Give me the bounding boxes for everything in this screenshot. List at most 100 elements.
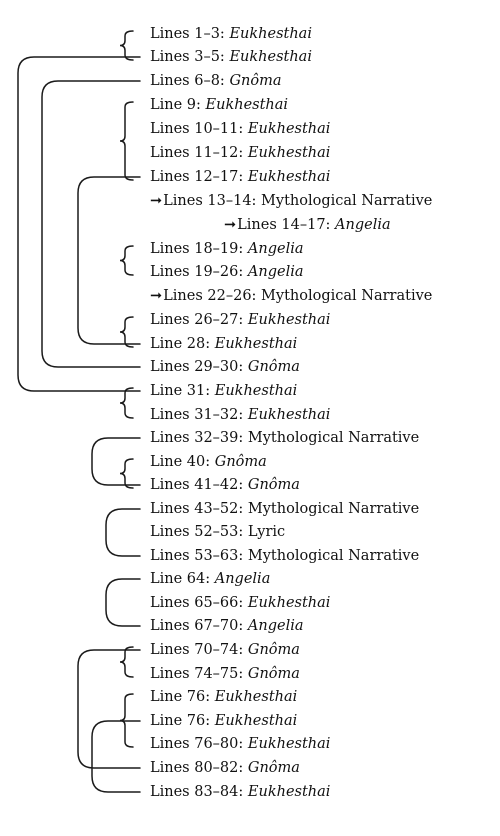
line-range: Lines 31–32: (150, 407, 244, 423)
line-range: Lines 14–17: (237, 217, 331, 233)
line-entry: Line 40: Gnôma (150, 451, 267, 473)
genre-label: Eukhesthai (247, 169, 331, 185)
line-range: Lines 53–63: (150, 548, 244, 564)
line-range: Lines 32–39: (150, 430, 244, 446)
line-range: Line 31: (150, 383, 211, 399)
genre-label: Eukhesthai (247, 595, 331, 611)
genre-label: Eukhesthai (229, 49, 312, 65)
genre-label: Eukhesthai (229, 26, 312, 42)
genre-label: Angelia (214, 571, 271, 587)
line-range: Lines 65–66: (150, 595, 244, 611)
line-entry: Lines 12–17: Eukhesthai (150, 166, 330, 188)
line-range: Lines 52–53: (150, 524, 244, 540)
line-range: Lines 13–14: (163, 193, 257, 209)
line-entry: Line 9: Eukhesthai (150, 94, 288, 116)
line-entry: ➞Lines 13–14: Mythological Narrative (150, 190, 432, 212)
genre-label: Angelia (247, 241, 304, 257)
line-entry: Lines 41–42: Gnôma (150, 474, 300, 496)
genre-label: Gnôma (214, 454, 267, 470)
arc-connector (17, 56, 141, 392)
line-range: Lines 29–30: (150, 359, 244, 375)
genre-label: Eukhesthai (205, 97, 289, 113)
line-entry: Line 76: Eukhesthai (150, 686, 297, 708)
line-range: Lines 67–70: (150, 618, 244, 634)
line-range: Lines 22–26: (163, 288, 257, 304)
brace-connector (119, 245, 134, 276)
arc-connector (77, 176, 141, 345)
genre-label: Gnôma (247, 666, 300, 682)
line-entry: Lines 18–19: Angelia (150, 238, 303, 260)
genre-label: Gnôma (247, 642, 300, 658)
genre-label: Gnôma (247, 477, 300, 493)
genre-label: Gnôma (247, 760, 300, 776)
line-entry: Lines 6–8: Gnôma (150, 70, 281, 92)
line-range: Lines 19–26: (150, 264, 244, 280)
line-entry: Lines 52–53: Lyric (150, 521, 285, 543)
genre-label: Eukhesthai (247, 121, 331, 137)
line-range: Lines 74–75: (150, 666, 244, 682)
line-entry: Lines 65–66: Eukhesthai (150, 592, 330, 614)
line-entry: Line 64: Angelia (150, 568, 270, 590)
line-entry: Line 28: Eukhesthai (150, 333, 297, 355)
line-range: Lines 76–80: (150, 736, 244, 752)
line-entry: Lines 80–82: Gnôma (150, 757, 300, 779)
line-entry: Lines 70–74: Gnôma (150, 639, 300, 661)
genre-label: Mythological Narrative (247, 430, 420, 446)
genre-label: Mythological Narrative (247, 548, 420, 564)
arc-connector (91, 720, 141, 793)
line-entry: Lines 43–52: Mythological Narrative (150, 498, 419, 520)
arc-connector (77, 649, 141, 769)
line-entry: Lines 83–84: Eukhesthai (150, 781, 330, 803)
line-range: Line 76: (150, 713, 211, 729)
brace-connector (119, 458, 134, 489)
line-range: Lines 70–74: (150, 642, 244, 658)
line-range: Line 40: (150, 454, 211, 470)
arrow-icon: ➞ (150, 288, 163, 304)
genre-label: Eukhesthai (214, 689, 298, 705)
line-entry: Lines 11–12: Eukhesthai (150, 142, 330, 164)
line-entry: Lines 29–30: Gnôma (150, 356, 300, 378)
genre-label: Angelia (247, 264, 304, 280)
line-entry: Lines 67–70: Angelia (150, 615, 303, 637)
genre-label: Eukhesthai (214, 713, 298, 729)
line-range: Line 76: (150, 689, 211, 705)
line-range: Lines 18–19: (150, 241, 244, 257)
line-entry: Lines 74–75: Gnôma (150, 663, 300, 685)
genre-label: Eukhesthai (247, 784, 331, 800)
line-entry: Line 76: Eukhesthai (150, 710, 297, 732)
line-entry: Line 31: Eukhesthai (150, 380, 297, 402)
genre-label: Angelia (247, 618, 304, 634)
line-range: Line 9: (150, 97, 201, 113)
line-range: Lines 80–82: (150, 760, 244, 776)
line-entry: Lines 53–63: Mythological Narrative (150, 545, 419, 567)
line-entry: ➞Lines 14–17: Angelia (224, 214, 391, 236)
line-range: Lines 26–27: (150, 312, 244, 328)
line-range: Lines 41–42: (150, 477, 244, 493)
line-range: Line 64: (150, 571, 211, 587)
brace-connector (119, 30, 134, 61)
line-range: Lines 83–84: (150, 784, 244, 800)
line-range: Lines 3–5: (150, 49, 225, 65)
genre-label: Eukhesthai (247, 145, 331, 161)
arc-connector (105, 578, 141, 627)
line-range: Lines 12–17: (150, 169, 244, 185)
line-entry: Lines 31–32: Eukhesthai (150, 404, 330, 426)
genre-label: Mythological Narrative (247, 501, 420, 517)
line-range: Line 28: (150, 336, 211, 352)
brace-connector (119, 646, 134, 678)
brace-connector (119, 316, 134, 348)
brace-connector (119, 101, 134, 181)
line-entry: Lines 32–39: Mythological Narrative (150, 427, 419, 449)
line-range: Lines 10–11: (150, 121, 244, 137)
genre-label: Eukhesthai (214, 383, 298, 399)
genre-label: Mythological Narrative (261, 193, 433, 209)
line-range: Lines 11–12: (150, 145, 244, 161)
genre-label: Eukhesthai (247, 312, 331, 328)
genre-label: Eukhesthai (247, 736, 331, 752)
genre-label: Lyric (247, 524, 286, 540)
brace-connector (119, 387, 134, 419)
arc-connector (91, 437, 141, 486)
arc-connector (105, 508, 141, 557)
